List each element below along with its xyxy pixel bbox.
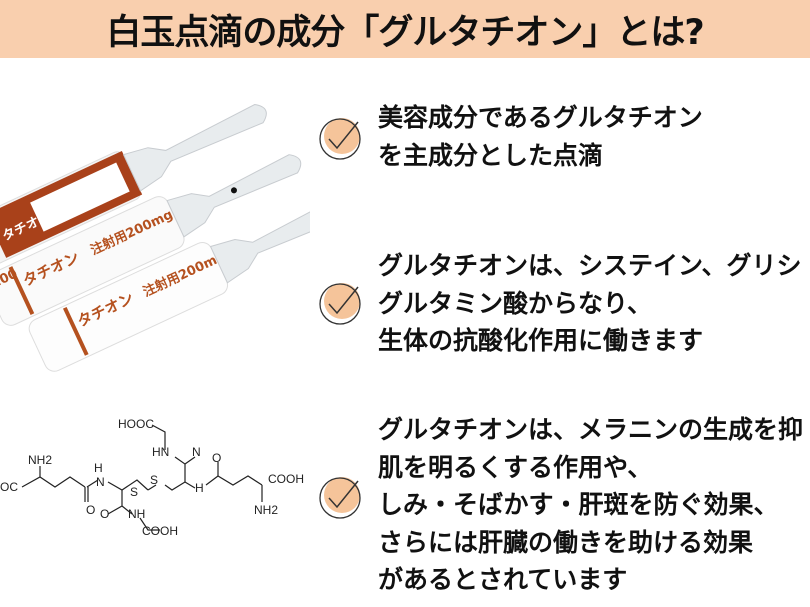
ampoule-front: タチオン 注射用200mg bbox=[28, 204, 310, 372]
tathion-ampoules-image: タチオン タチオン 注射用200mg 200 タチオン 注射用200mg bbox=[0, 104, 310, 372]
feature-item-3: グルタチオンは、メラニンの生成を抑 肌を明るくする作用や、 しみ・そばかす・肝斑… bbox=[378, 411, 803, 599]
feature-line: グルタチオンは、メラニンの生成を抑 bbox=[378, 415, 804, 444]
molecule-label: H bbox=[195, 481, 204, 495]
molecule-label: COOH bbox=[268, 472, 304, 486]
feature-line: さらには肝臓の働きを助ける効果 bbox=[378, 527, 754, 557]
page-title: 白玉点滴の成分「グルタチオン」とは? bbox=[106, 12, 704, 53]
feature-line: 美容成分であるグルタチオン bbox=[378, 103, 703, 132]
feature-item-1: 美容成分であるグルタチオン を主成分とした点滴 bbox=[378, 99, 703, 174]
molecule-label: OC bbox=[0, 480, 18, 494]
molecule-label: O bbox=[100, 507, 109, 521]
feature-line: グルタチオンは、システイン、グリシ bbox=[378, 251, 802, 280]
check-circle-icon bbox=[319, 477, 361, 519]
molecule-label: N bbox=[96, 475, 105, 489]
molecule-label: HN bbox=[152, 445, 169, 459]
feature-line: を主成分とした点滴 bbox=[378, 140, 604, 170]
glutathione-structure-diagram: OC NH2 O H N S S O NH COOH HOOC HN N H O… bbox=[0, 417, 304, 538]
check-circle-icon bbox=[319, 118, 361, 160]
feature-line: グルタミン酸からなり、 bbox=[378, 288, 653, 318]
molecule-label: O bbox=[86, 503, 95, 517]
ampoule-back: タチオン bbox=[0, 104, 267, 275]
feature-line: があるとされています bbox=[378, 565, 628, 594]
molecule-label: HOOC bbox=[118, 417, 154, 431]
feature-line: 生体の抗酸化作用に働きます bbox=[378, 326, 704, 355]
feature-line: 肌を明るくする作用や、 bbox=[378, 452, 653, 482]
molecule-label: N bbox=[192, 445, 201, 459]
molecule-label: NH2 bbox=[254, 503, 278, 517]
molecule-label: H bbox=[94, 461, 103, 475]
molecule-label: NH bbox=[128, 507, 145, 521]
feature-item-2: グルタチオンは、システイン、グリシ グルタミン酸からなり、 生体の抗酸化作用に働… bbox=[378, 247, 802, 360]
check-circle-icon bbox=[319, 283, 361, 325]
molecule-label: S bbox=[150, 473, 158, 487]
molecule-label: O bbox=[212, 451, 221, 465]
ampoule-middle: タチオン 注射用200mg 200 bbox=[0, 154, 302, 326]
molecule-label: NH2 bbox=[28, 453, 52, 467]
molecule-label: S bbox=[130, 485, 138, 499]
molecule-label: COOH bbox=[142, 524, 178, 538]
title-banner: 白玉点滴の成分「グルタチオン」とは? bbox=[0, 0, 810, 58]
feature-line: しみ・そばかす・肝斑を防ぐ効果、 bbox=[378, 490, 779, 519]
